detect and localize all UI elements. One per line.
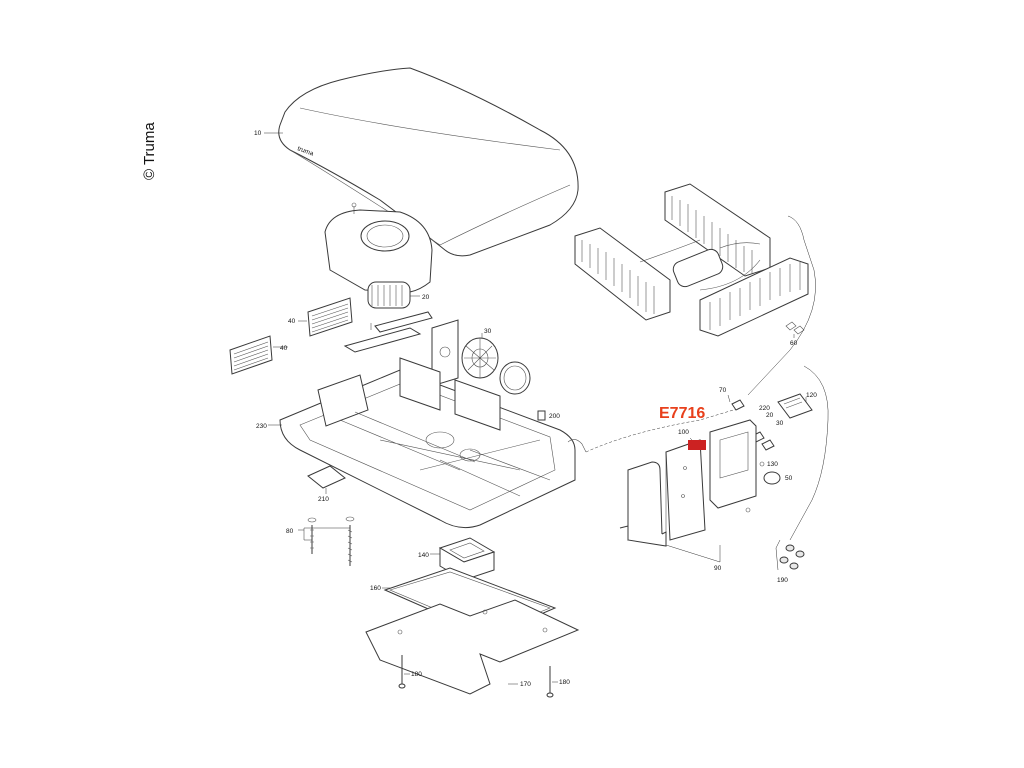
- part-number: 30: [484, 328, 492, 335]
- control-board-part: [665, 439, 706, 541]
- part-number: 10: [254, 130, 262, 137]
- blower-housing-part: [324, 202, 433, 293]
- sensor-part: [763, 471, 781, 485]
- fan-ring-part: [499, 361, 531, 395]
- highlight-marker: [688, 440, 706, 450]
- compressor-part: [639, 239, 761, 291]
- part-number: 60: [790, 340, 798, 347]
- part-number: 160: [370, 585, 381, 592]
- part-number: 180: [559, 679, 570, 686]
- part-number: 90: [714, 565, 722, 572]
- bolt-part: [398, 655, 554, 698]
- part-number: 140: [418, 552, 429, 559]
- part-number: 220: [759, 405, 770, 412]
- mounting-plate-part: [365, 599, 580, 695]
- part-number: 180: [411, 671, 422, 678]
- cable-end-part: [775, 539, 805, 571]
- electronics-housing-part: [709, 419, 757, 513]
- part-number: 40: [288, 318, 296, 325]
- fan-wheel-part: [461, 337, 499, 379]
- part-number: 210: [318, 496, 329, 503]
- evaporator-coil-part: [574, 227, 671, 321]
- part-number: 30: [776, 420, 784, 427]
- part-number: 80: [286, 528, 294, 535]
- terminal-block-part: [777, 393, 813, 419]
- part-number: 100: [678, 429, 689, 436]
- copyright-text: © Truma: [141, 122, 158, 180]
- plug-part: [537, 410, 546, 421]
- pad-part: [307, 465, 346, 489]
- part-number: 130: [767, 461, 778, 468]
- base-tray-part: [279, 357, 576, 529]
- part-number: 230: [256, 423, 267, 430]
- part-number: 170: [520, 681, 531, 688]
- mounting-bracket-part: [343, 311, 433, 353]
- dashed-guide: [585, 407, 741, 453]
- cable-line: [747, 215, 816, 396]
- air-grille-part: [307, 297, 353, 337]
- part-number: 120: [806, 392, 817, 399]
- part-number: 190: [777, 577, 788, 584]
- part-number: 40: [280, 345, 288, 352]
- clip-part: [567, 439, 587, 453]
- cover-part: truma: [278, 67, 579, 257]
- coil-block-part: [699, 257, 809, 337]
- electronics-cover-part: [619, 461, 667, 547]
- cable-line: [789, 365, 829, 541]
- part-number: 70: [719, 387, 727, 394]
- blower-wheel-part: [367, 281, 411, 309]
- part-number: 50: [785, 475, 793, 482]
- part-number: 20: [766, 412, 774, 419]
- air-grille-part: [229, 335, 273, 375]
- part-number: 200: [549, 413, 560, 420]
- part-number: 20: [422, 294, 430, 301]
- model-code-label: E7716: [659, 405, 705, 422]
- motor-plate-part: [431, 319, 459, 387]
- clip-part: [785, 321, 805, 335]
- screw-part: [307, 516, 355, 566]
